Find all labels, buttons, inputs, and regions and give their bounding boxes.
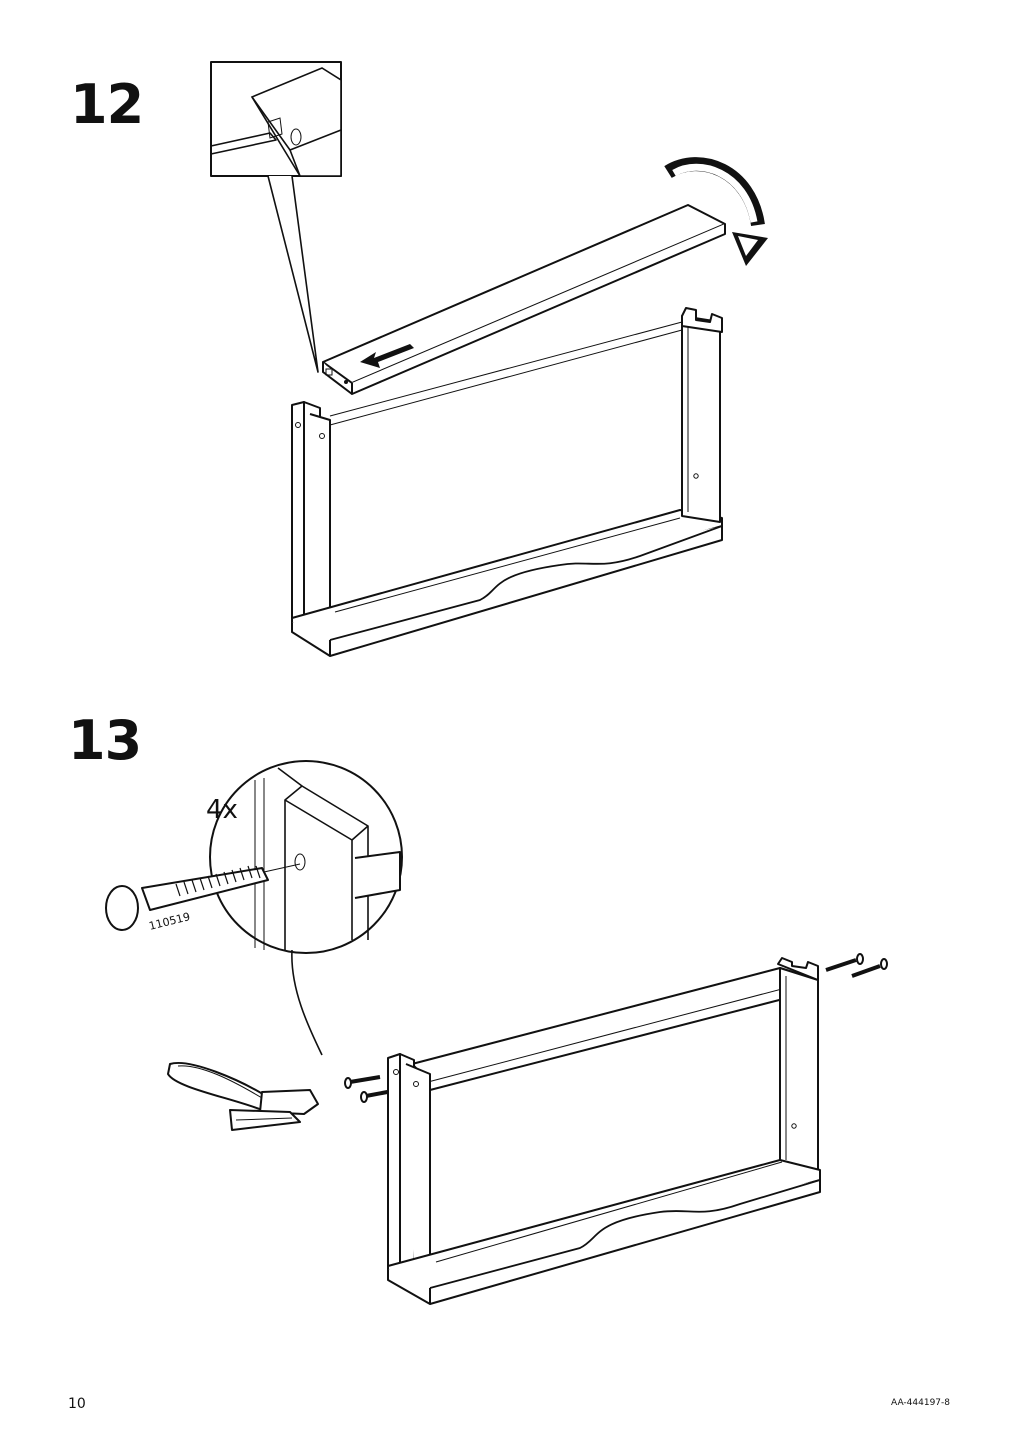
step-13-number: 13 [68, 709, 142, 772]
frame-step-13 [387, 957, 821, 1305]
step-12-illustration [210, 61, 768, 657]
hammer-icon [167, 1062, 319, 1131]
part-number-label: 110519 [148, 910, 192, 933]
detail-callout-circle [209, 760, 403, 1056]
top-board [322, 204, 726, 395]
step-12-number: 12 [70, 73, 144, 136]
frame-step-12 [291, 307, 723, 657]
detail-callout-box [210, 61, 342, 373]
slide-arrow-icon [360, 344, 414, 368]
page-number: 10 [68, 1396, 86, 1412]
quantity-label: 4x [206, 795, 238, 825]
rotate-arrow-icon [664, 157, 768, 266]
document-code: AA-444197-8 [891, 1398, 950, 1408]
screws-right [825, 953, 888, 978]
dowel-pin-icon [105, 863, 301, 931]
step-13-illustration: 4x 110519 [105, 760, 888, 1305]
